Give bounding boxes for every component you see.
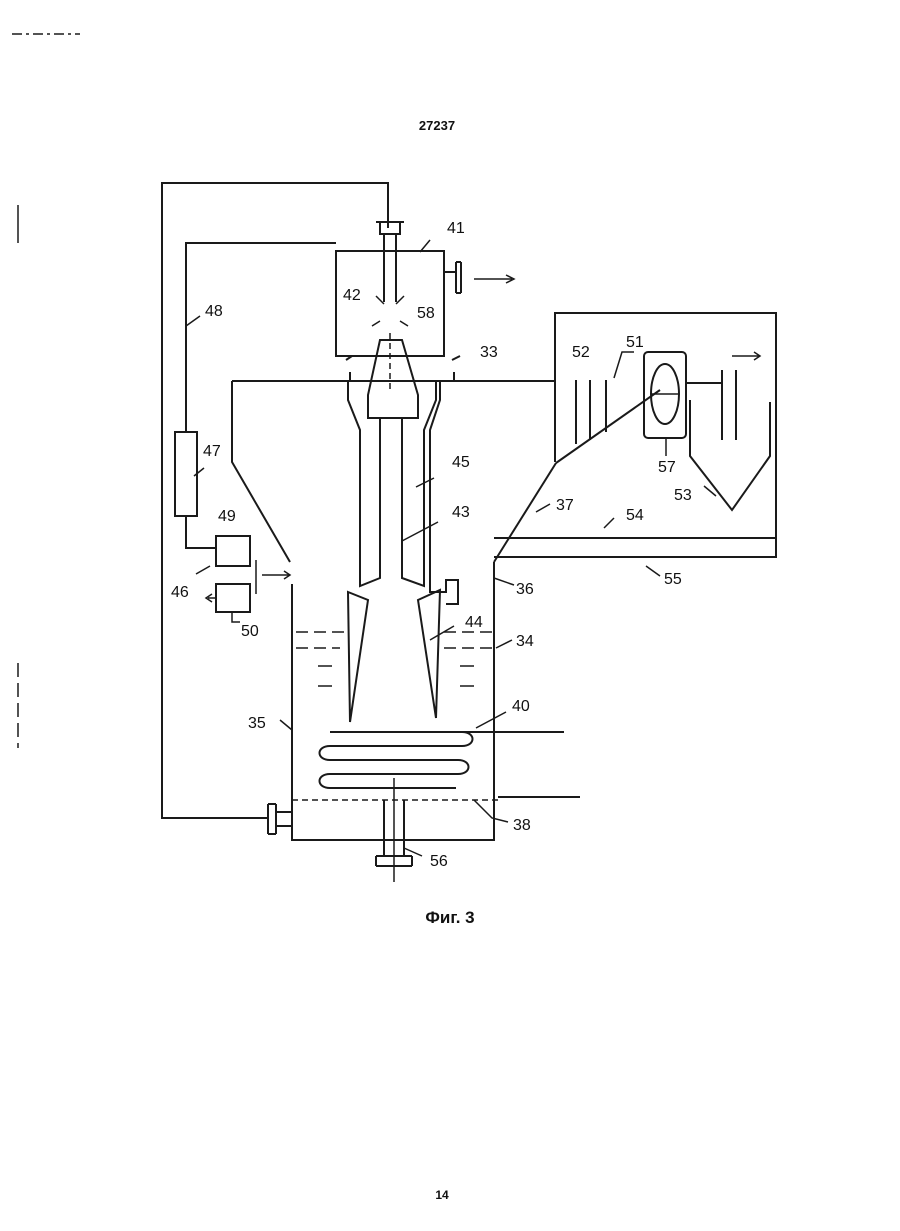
label-43: 43: [452, 504, 470, 521]
scan-marks: [12, 34, 80, 748]
label-34: 34: [516, 633, 534, 650]
label-45: 45: [452, 454, 470, 471]
label-57: 57: [658, 459, 676, 476]
drain-fittings: [268, 778, 412, 882]
label-55: 55: [664, 571, 682, 588]
outer-loop-pipe: [162, 183, 388, 818]
label-51: 51: [626, 334, 644, 351]
central-nozzle: [348, 340, 458, 604]
line-48: [186, 243, 336, 432]
label-48: 48: [205, 303, 223, 320]
label-36: 36: [516, 581, 534, 598]
label-33: 33: [480, 344, 498, 361]
label-42: 42: [343, 287, 361, 304]
label-40: 40: [512, 698, 530, 715]
label-52: 52: [572, 344, 590, 361]
label-46: 46: [171, 584, 189, 601]
label-47: 47: [203, 443, 221, 460]
figure-caption: Фиг. 3: [0, 908, 900, 928]
label-41: 41: [447, 220, 465, 237]
label-53: 53: [674, 487, 692, 504]
label-49: 49: [218, 508, 236, 525]
label-44: 44: [465, 614, 483, 631]
label-50: 50: [241, 623, 259, 640]
label-56: 56: [430, 853, 448, 870]
label-37: 37: [556, 497, 574, 514]
diffuser: [348, 590, 440, 722]
heating-coil: [320, 732, 581, 797]
label-58: 58: [417, 305, 435, 322]
label-54: 54: [626, 507, 644, 524]
label-35: 35: [248, 715, 266, 732]
vessel-upper: [232, 356, 555, 562]
leader-lines: [186, 240, 716, 856]
page-number: 14: [0, 1188, 884, 1202]
label-38: 38: [513, 817, 531, 834]
